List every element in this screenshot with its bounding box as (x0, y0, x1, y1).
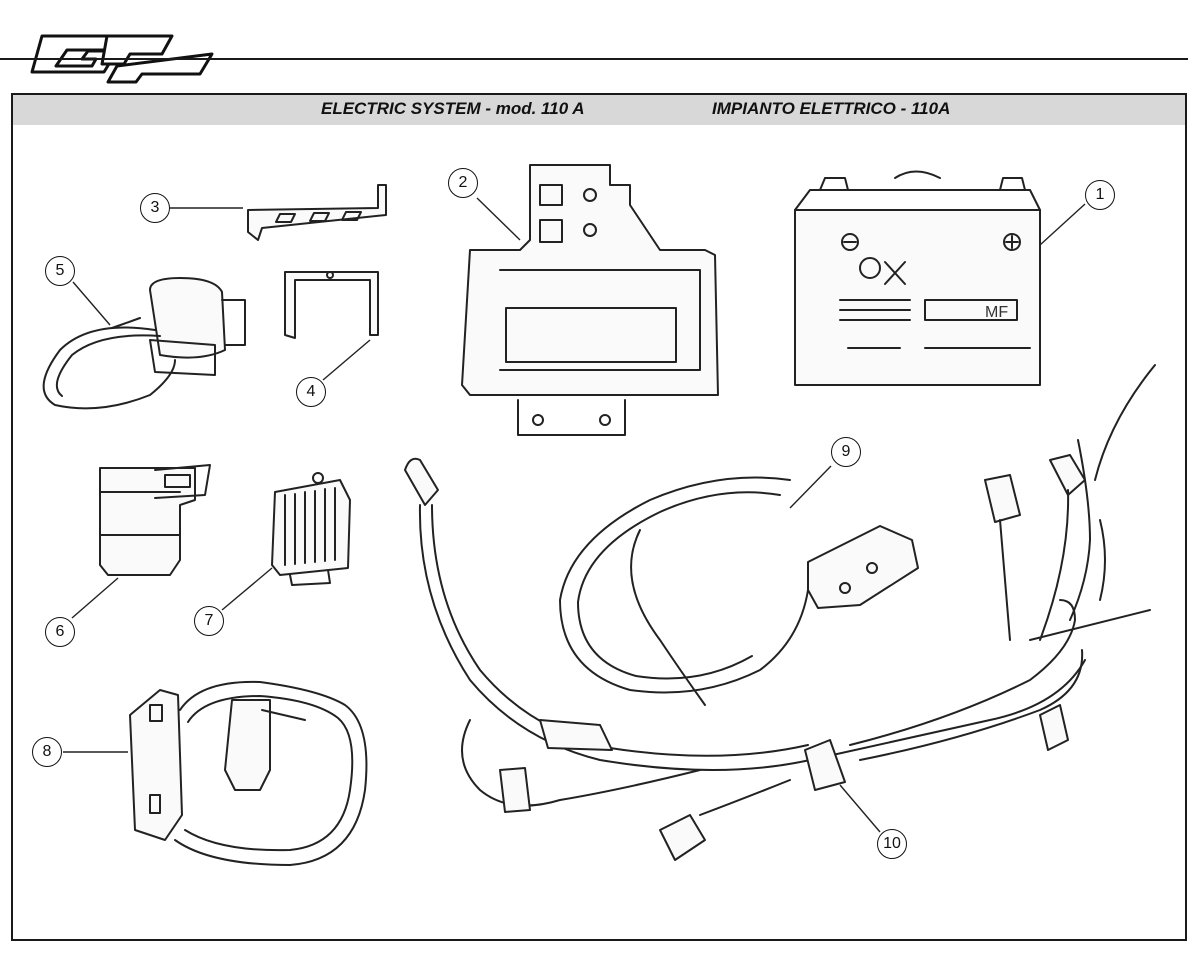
callout-7: 7 (194, 606, 224, 636)
header-rule (0, 58, 1188, 60)
ignition-coil-part (129, 680, 368, 866)
title-english: ELECTRIC SYSTEM - mod. 110 A (321, 99, 585, 118)
callout-1: 1 (1085, 180, 1115, 210)
handlebar-switch-part (559, 476, 919, 706)
voltage-regulator-part (271, 472, 351, 586)
diagram-frame: ELECTRIC SYSTEM - mod. 110 A IMPIANTO EL… (11, 93, 1187, 941)
callout-2: 2 (448, 168, 478, 198)
title-italian: IMPIANTO ELETTRICO - 110A (712, 99, 951, 118)
callout-3: 3 (140, 193, 170, 223)
cdi-unit-part (99, 464, 211, 576)
callout-leader-lines (63, 197, 1086, 833)
starter-relay-part (42, 277, 246, 410)
callout-4: 4 (296, 377, 326, 407)
title-band: ELECTRIC SYSTEM - mod. 110 A IMPIANTO EL… (13, 95, 1185, 125)
callout-6: 6 (45, 617, 75, 647)
wiring-harness-part (404, 364, 1156, 861)
battery-part: MF (794, 170, 1041, 386)
callout-10: 10 (877, 829, 907, 859)
callout-5: 5 (45, 256, 75, 286)
callout-8: 8 (32, 737, 62, 767)
battery-bracket-part (461, 164, 719, 436)
small-bracket-part (247, 184, 387, 241)
battery-mf-label: MF (985, 304, 1008, 321)
callout-9: 9 (831, 437, 861, 467)
gpc-logo-icon (30, 34, 214, 84)
u-clamp-part (284, 271, 379, 339)
